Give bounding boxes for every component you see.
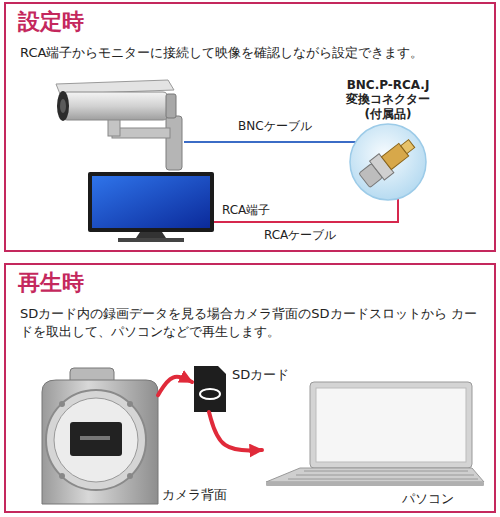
front-edge (266, 482, 484, 486)
bracket-arm (112, 128, 170, 138)
section-panel: 再生時 SDカード内の録画データを見る場合カメラ背面のSDカードスロットから カー… (4, 263, 496, 513)
adapter-label: BNC.P-RCA.J 変換コネクター (付属品) (336, 78, 440, 121)
laptop-figure: パソコン (262, 380, 486, 488)
card-body (194, 366, 226, 412)
section-title: 再生時 (18, 268, 84, 298)
keyboard-base (266, 468, 484, 482)
sd-card (194, 366, 226, 412)
screw (59, 473, 65, 479)
sd-slot (80, 436, 110, 440)
bullet-camera (56, 80, 182, 170)
camera-back (42, 368, 158, 504)
zoom-circle (350, 124, 426, 200)
display (316, 388, 466, 462)
adapter-callout: BNC.P-RCA.J 変換コネクター (付属品) (350, 124, 426, 200)
bnc-cable (184, 141, 357, 143)
rca-cable (214, 199, 398, 222)
adapter-tip (401, 140, 415, 154)
flow-arrow (209, 412, 262, 451)
camera-back-figure: カメラ背面 (38, 368, 158, 504)
screw (127, 473, 133, 479)
wall-plate (166, 116, 182, 170)
front-ring (57, 91, 69, 121)
rear-cap (166, 94, 176, 118)
housing (42, 380, 158, 504)
monitor-screen (92, 176, 210, 228)
section-description: SDカード内の録画データを見る場合カメラ背面のSDカードスロットから カードを取… (20, 305, 482, 340)
cable-label: RCAケーブル (262, 228, 338, 243)
adapter-figure (350, 124, 426, 200)
figure-label: パソコン (402, 490, 454, 508)
monitor-bezel (88, 172, 214, 232)
back-plate (54, 398, 138, 482)
figure-label: SDカード (232, 366, 289, 384)
sd-card-figure: SDカード (192, 364, 226, 412)
screw (127, 401, 133, 407)
screw (59, 401, 65, 407)
bnc-adapter (357, 134, 419, 190)
cable-label: BNCケーブル (236, 119, 314, 134)
figure-label: カメラ背面 (162, 486, 227, 504)
laptop (266, 382, 484, 486)
cable-label: RCA端子 (220, 203, 272, 218)
lens (60, 99, 66, 113)
monitor-stand (136, 232, 166, 238)
monitor (88, 172, 214, 242)
keyboard-rows (288, 471, 478, 479)
back-window (70, 422, 122, 456)
flow-arrow (158, 377, 192, 395)
monitor-base (118, 238, 184, 242)
camera-body (62, 92, 168, 120)
screen-bezel (310, 382, 472, 468)
section-title: 設定時 (18, 7, 84, 37)
section-description: RCA端子からモニターに接続して映像を確認しながら設定できます。 (20, 44, 482, 62)
card-logo (200, 389, 220, 399)
back-bezel (46, 390, 146, 490)
